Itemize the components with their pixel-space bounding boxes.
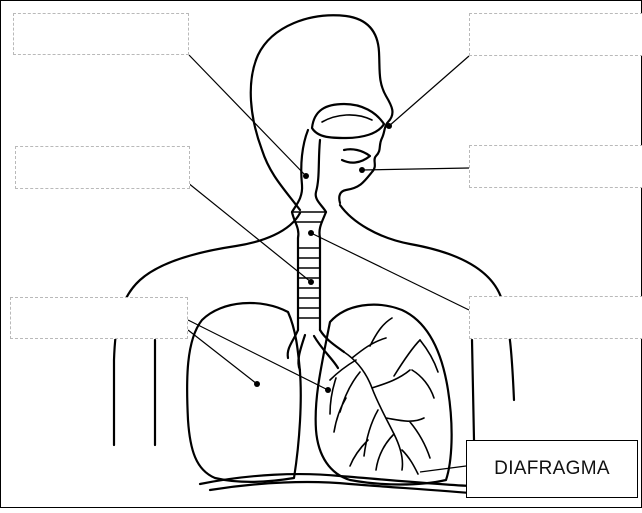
blank-label-box-low-left[interactable] — [10, 297, 188, 339]
blank-label-box-mid-left[interactable] — [15, 146, 190, 189]
blank-label-box-top-left[interactable] — [13, 13, 189, 55]
blank-label-box-low-right[interactable] — [469, 296, 642, 339]
diafragma-label-box: DIAFRAGMA — [466, 440, 638, 498]
diafragma-label: DIAFRAGMA — [494, 458, 610, 480]
blank-label-box-mid-right[interactable] — [469, 145, 642, 188]
blank-label-box-top-right[interactable] — [469, 13, 642, 56]
